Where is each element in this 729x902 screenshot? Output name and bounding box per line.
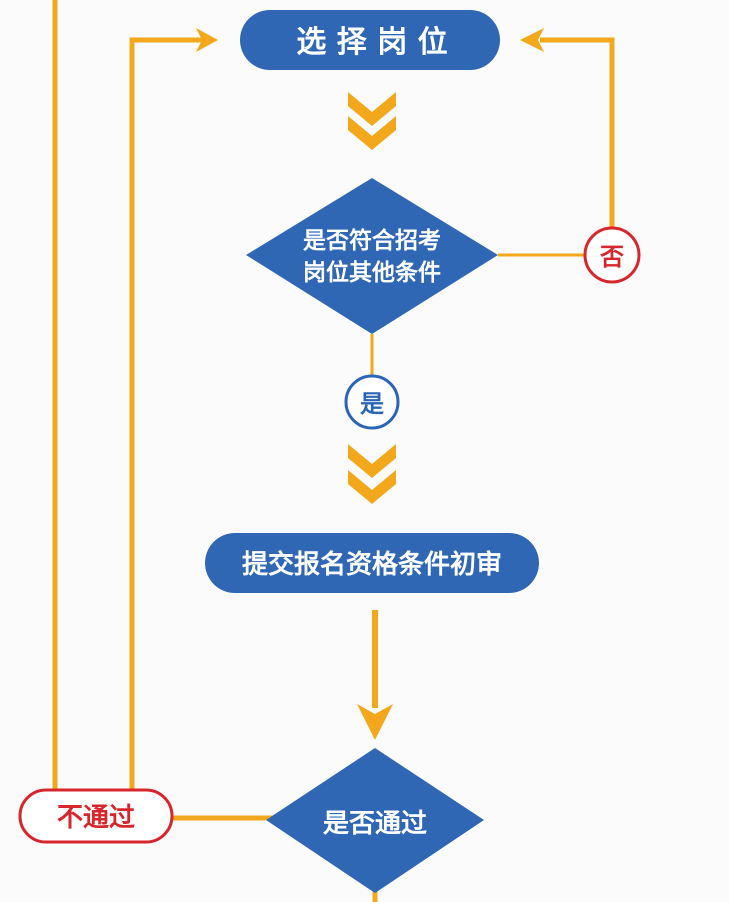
badge-no	[583, 226, 641, 284]
badge-not-passed-label: 不通过	[57, 803, 135, 833]
submit-to-pass-arrowhead	[357, 704, 393, 740]
badge-yes-label: 是	[360, 390, 384, 418]
retry-loop-connector	[129, 37, 205, 790]
badge-no-label: 否	[599, 243, 624, 271]
node-submit-review-label: 提交报名资格条件初审	[242, 549, 502, 580]
node-check-conditions	[246, 178, 498, 334]
double-chevron-down-icon-2	[348, 444, 396, 504]
node-passed-check	[266, 748, 484, 893]
badge-yes	[344, 374, 400, 430]
badge-not-passed	[18, 788, 174, 844]
double-chevron-down-icon	[348, 92, 396, 150]
node-passed-check-label: 是否通过	[323, 809, 427, 839]
no-loop-connector	[540, 37, 615, 228]
node-check-conditions-line2: 岗位其他条件	[303, 259, 441, 286]
node-check-conditions-line1: 是否符合招考	[303, 227, 441, 254]
node-select-position	[240, 10, 500, 70]
node-select-position-label: 选 择 岗 位	[296, 25, 447, 60]
retry-loop-arrowhead	[196, 28, 218, 52]
node-submit-review	[205, 533, 539, 593]
no-loop-arrowhead	[520, 28, 544, 52]
